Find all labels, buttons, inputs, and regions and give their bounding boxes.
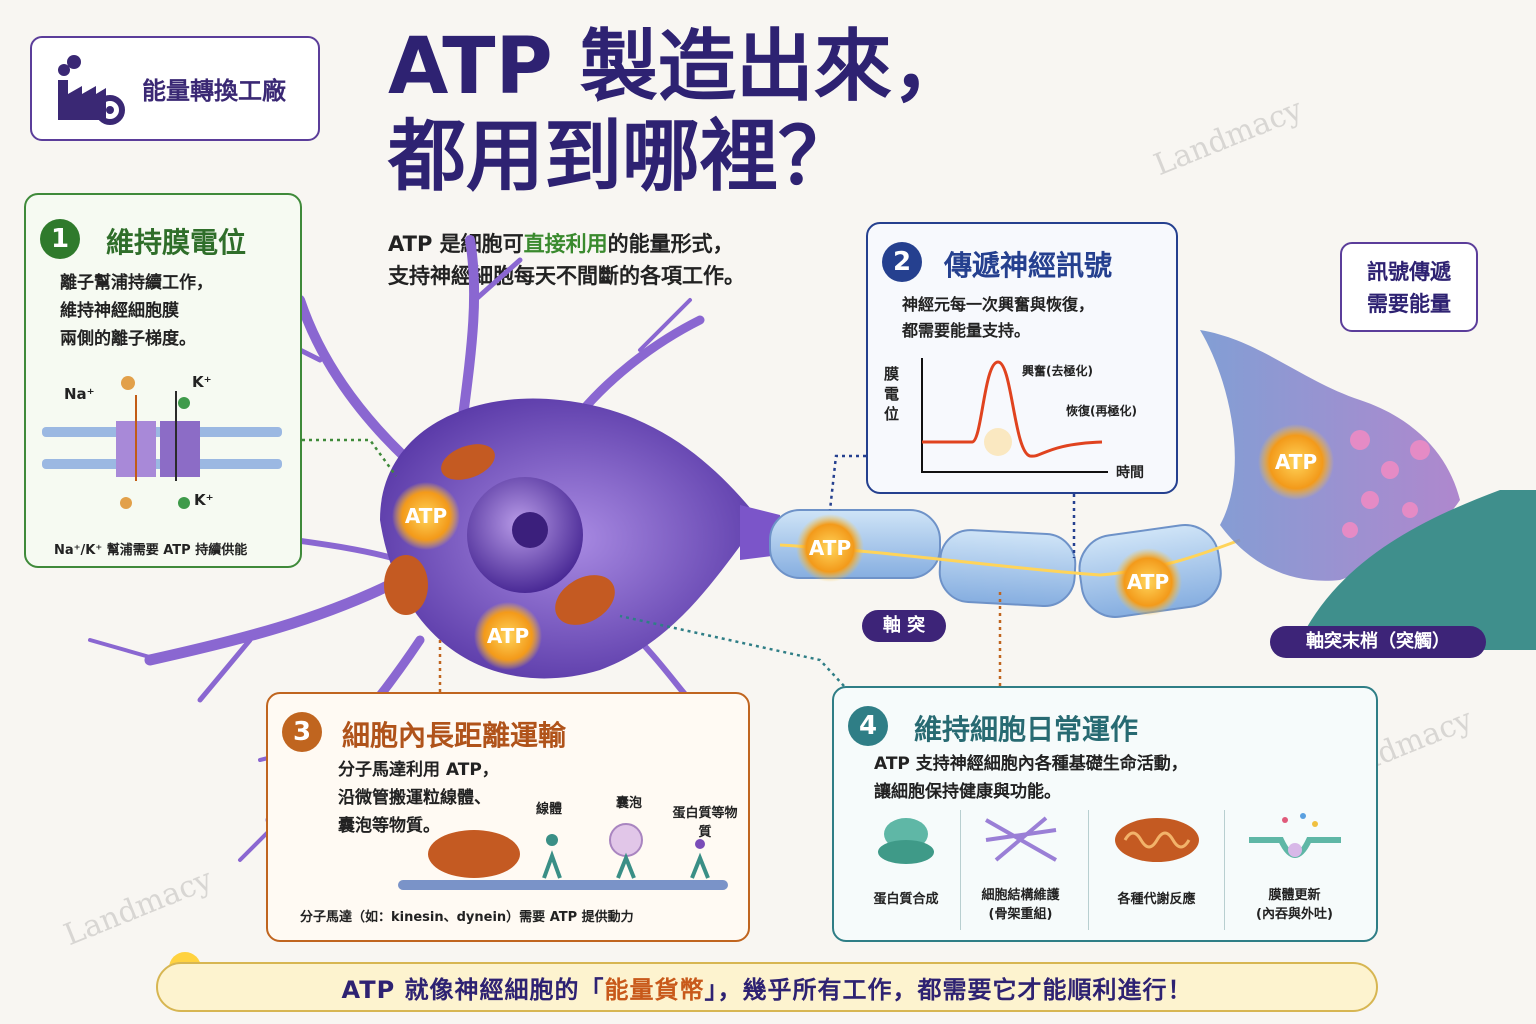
panel-text: 分子馬達利用 ATP， 沿微管搬運粒線體、 囊泡等物質。 [338,756,499,840]
panel-membrane-potential: 1 維持膜電位 離子幫浦持續工作， 維持神經細胞膜 兩側的離子梯度。 Na⁺ K… [24,193,302,568]
nucleolus [512,512,548,548]
panel-title: 維持膜電位 [106,226,247,259]
atp-text: ATP [405,504,447,528]
panel-text: ATP 支持神經細胞內各種基礎生命活動， 讓細胞保持健康與功能。 [874,750,1188,806]
na-label: Na⁺ [64,385,95,403]
cargo-label: 蛋白質等物質 [672,806,738,840]
panel-text-line: 兩側的離子梯度。 [60,329,196,349]
panel-text: 離子幫浦持續工作， 維持神經細胞膜 兩側的離子梯度。 [60,269,213,353]
item-metabolism: 各種代謝反應 [1088,810,1224,930]
mitochondrion-icon [1114,818,1199,862]
motor-transport-diagram [398,823,728,890]
panel-daily-operation: 4 維持細胞日常運作 ATP 支持神經細胞內各種基礎生命活動， 讓細胞保持健康與… [832,686,1378,942]
factory-badge: 能量轉換工廠 [30,36,320,141]
item-sub: (骨架重組) [988,907,1053,922]
panel-title: 傳遞神經訊號 [944,249,1113,282]
y-axis-label: 膜電位 [884,365,900,423]
atp-glow-axon-1: ATP [796,514,864,582]
item-label: 細胞結構維護 [981,888,1060,903]
page-title: ATP 製造出來， 都用到哪裡？ [388,22,1108,202]
intro-line1: ATP 是細胞可直接利用的能量形式， [388,228,848,260]
item-label: 各種代謝反應 [1117,892,1196,907]
k-label-top: K⁺ [192,373,212,391]
atp-text: ATP [487,624,529,648]
intro-line1-post: 的能量形式， [607,232,734,256]
panel-nerve-signal: 2 傳遞神經訊號 神經元每一次興奮與恢復， 都需要能量支持。 膜電位 興奮(去極… [866,222,1178,494]
vesicles [1342,430,1430,538]
k-label-bottom: K⁺ [194,491,214,509]
atp-text: ATP [1275,450,1317,474]
ion-pump-diagram [42,376,282,509]
bubble-line: 訊號傳遞 [1367,260,1451,284]
atp-text: ATP [809,536,851,560]
factory-gear-icon [58,54,125,125]
peak-label: 興奮(去極化) [1022,364,1093,378]
terminal-label: 軸突末梢（突觸） [1270,626,1486,658]
panel-number: 1 [40,219,80,259]
cargo-label: 線體 [536,802,563,817]
intro-highlight: 直接利用 [523,232,608,256]
mitochondrion [441,444,495,480]
panel-text-line: 維持神經細胞膜 [60,301,179,321]
recover-label: 恢復(再極化) [1066,404,1137,418]
panel-text-line: 分子馬達利用 ATP， [338,760,499,780]
connectors [302,438,1076,692]
title-line1: ATP 製造出來， [388,22,970,112]
item-label: 膜體更新 [1268,888,1321,903]
panel-text-line: 神經元每一次興奮與恢復， [902,295,1095,314]
panel-text-line: 沿微管搬運粒線體、 [338,788,491,808]
bubble-line: 需要能量 [1367,292,1451,316]
panel-number: 3 [282,712,322,752]
atp-glow-soma-2: ATP [474,602,542,670]
bottom-highlight: 能量貨幣 [604,975,705,1004]
panel-title: 維持細胞日常運作 [914,713,1139,746]
item-sub: (內吞與外吐) [1256,907,1333,922]
axon-label: 軸 突 [862,610,946,642]
panel-text-line: 囊泡等物質。 [338,816,440,836]
x-axis-label: 時間 [1116,465,1144,481]
intro-line1-pre: ATP 是細胞可 [388,232,524,256]
panel-text-line: 都需要能量支持。 [902,321,1031,340]
action-potential-graph [921,358,1108,473]
badge-label: 能量轉換工廠 [142,77,286,105]
atp-text: ATP [1127,570,1169,594]
intro-line2: 支持神經細胞每天不間斷的各項工作。 [388,264,745,288]
membrane-icon [1248,813,1341,858]
cytoskeleton-icon [984,816,1057,862]
atp-glow-soma-1: ATP [392,482,460,550]
myelin-segment [938,529,1077,607]
postsynaptic-cell [1300,490,1536,650]
mitochondrion [384,555,428,615]
panel-number: 2 [882,242,922,282]
panel-text: 神經元每一次興奮與恢復， 都需要能量支持。 [902,292,1094,344]
panel-caption: 分子馬達（如：kinesin、dynein）需要 ATP 提供動力 [300,910,634,925]
bottom-pre: ATP 就像神經細胞的「 [341,975,605,1004]
atp-glow-terminal: ATP [1258,424,1334,500]
panel-title: 細胞內長距離運輸 [342,719,567,752]
item-membrane: 膜體更新 (內吞與外吐) [1224,810,1364,930]
bottom-post: 」，幾乎所有工作，都需要它才能順利進行！ [704,975,1193,1004]
panel-text-line: ATP 支持神經細胞內各種基礎生命活動， [874,754,1188,774]
speech-bubble: 訊號傳遞 需要能量 [1340,242,1478,332]
bottom-summary: ATP 就像神經細胞的「能量貨幣」，幾乎所有工作，都需要它才能順利進行！ [156,962,1378,1012]
intro-text: ATP 是細胞可直接利用的能量形式， 支持神經細胞每天不間斷的各項工作。 [388,228,848,292]
title-line2: 都用到哪裡？ [388,112,857,202]
signal-path [779,538,1241,577]
panel-transport: 3 細胞內長距離運輸 分子馬達利用 ATP， 沿微管搬運粒線體、 囊泡等物質。 … [266,692,750,942]
atp-glow-axon-2: ATP [1114,548,1182,616]
panel-caption: Na⁺/K⁺ 幫浦需要 ATP 持續供能 [54,543,248,558]
panel-text-line: 讓細胞保持健康與功能。 [874,782,1061,802]
item-label: 蛋白質合成 [873,892,939,907]
panel-number: 4 [848,706,888,746]
item-protein-synthesis: 蛋白質合成 [848,810,964,930]
item-structure: 細胞結構維護 (骨架重組) [960,810,1080,930]
mitochondrion [555,575,615,625]
ribosome-icon [878,818,934,864]
panel-text-line: 離子幫浦持續工作， [60,273,213,293]
cargo-label: 囊泡 [616,796,643,811]
